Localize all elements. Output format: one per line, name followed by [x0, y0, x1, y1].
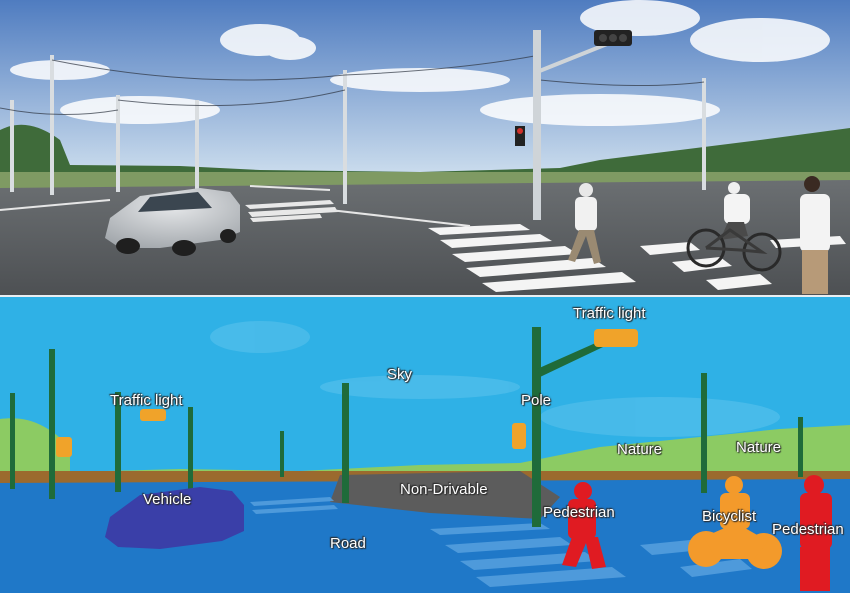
- segmentation-map: [0, 297, 850, 593]
- intersection-photo: [0, 0, 850, 296]
- seg-bicyclist: [688, 476, 782, 569]
- label-traffic-light-left: Traffic light: [110, 392, 183, 409]
- utility-poles: [10, 55, 706, 204]
- cyclist: [686, 182, 782, 272]
- seg-nature: [0, 418, 850, 483]
- seg-vehicle: [105, 487, 244, 549]
- seg-poles: [10, 327, 803, 527]
- silver-car: [105, 188, 240, 256]
- label-sky: Sky: [387, 366, 413, 383]
- label-road: Road: [330, 535, 366, 552]
- power-lines: [0, 54, 705, 116]
- tree-line: [0, 124, 850, 178]
- label-traffic-light-right: Traffic light: [573, 305, 646, 322]
- seg-pedestrian-middle: [562, 482, 606, 569]
- pedestrian-standing: [800, 176, 830, 294]
- pedestrian-walking: [568, 183, 601, 264]
- label-non-drivable: Non-Drivable: [400, 481, 488, 498]
- label-nature-middle: Nature: [617, 441, 663, 458]
- label-pole: Pole: [521, 392, 552, 409]
- seg-pedestrian-right: [800, 475, 832, 591]
- traffic-signal-mast: [515, 30, 632, 220]
- seg-sky-texture: [210, 321, 780, 437]
- panel-divider: [0, 295, 850, 298]
- photo-panel: [0, 0, 850, 296]
- label-bicyclist: Bicyclist: [702, 508, 757, 525]
- label-pedestrian-right: Pedestrian: [772, 521, 844, 538]
- seg-non-drivable: [330, 471, 560, 519]
- lane-markings: [0, 185, 471, 227]
- seg-crosswalk: [250, 497, 752, 587]
- label-vehicle: Vehicle: [143, 491, 192, 508]
- label-nature-right: Nature: [736, 439, 782, 456]
- seg-traffic-lights: [56, 329, 638, 457]
- segmentation-panel: Traffic light Sky Traffic light Pole Nat…: [0, 297, 850, 593]
- crosswalk-left: [245, 200, 338, 222]
- label-pedestrian-middle: Pedestrian: [543, 504, 615, 521]
